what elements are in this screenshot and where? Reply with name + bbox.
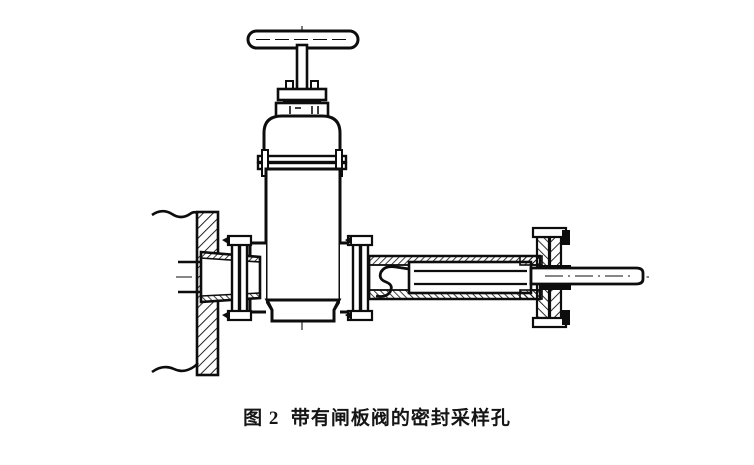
- valve-body: [264, 167, 342, 323]
- gland-gasket: [283, 100, 321, 104]
- inlet-flange-plate-b: [238, 238, 249, 318]
- inlet-flange-nut-bottom: [222, 311, 230, 320]
- valve-body-bottom: [264, 298, 342, 323]
- probe-hook-tip-group: [375, 265, 410, 298]
- gland-upper-plate: [276, 87, 328, 102]
- valve-bonnet-dome: [262, 114, 342, 165]
- gland-flange-plate-bottom-b: [548, 283, 563, 324]
- probe-rod-group: [529, 266, 645, 286]
- gland-seal-bottom: [541, 285, 571, 290]
- probe-hook-tip: [375, 265, 410, 298]
- bonnet-flange-upper: [256, 154, 348, 164]
- gland-bolt-bottom: [531, 316, 568, 329]
- valve-body-group: [248, 167, 358, 323]
- gland-nut-bottom: [562, 310, 570, 325]
- inlet-flange-nut-top: [222, 236, 230, 245]
- figure-caption: 图 2 带有闸板阀的密封采样孔: [243, 408, 511, 429]
- gland-nut-top: [562, 230, 570, 245]
- wall-break-line-bottom: [151, 362, 199, 374]
- valve-bonnet-group: [262, 114, 342, 165]
- outlet-flange-plate-b: [359, 238, 370, 318]
- outlet-flange-nut-bottom: [345, 311, 352, 320]
- gland-bolt-top: [531, 226, 568, 239]
- wall-break-line-top: [151, 209, 198, 219]
- inlet-flange-bolt-bottom: [226, 309, 253, 322]
- inlet-flange-plate-a: [230, 238, 241, 318]
- probe-tube-body: [407, 260, 533, 295]
- packing-gland-flange-group: [519, 226, 571, 329]
- outlet-flange-plate-a: [351, 238, 362, 318]
- inlet-flange-bolt-top: [226, 234, 253, 247]
- inlet-flange-pair: [222, 234, 253, 322]
- probe-tube-group: [407, 260, 533, 295]
- gland-flange-plate-top-b: [548, 231, 563, 272]
- outlet-flange-nut-top: [345, 236, 352, 245]
